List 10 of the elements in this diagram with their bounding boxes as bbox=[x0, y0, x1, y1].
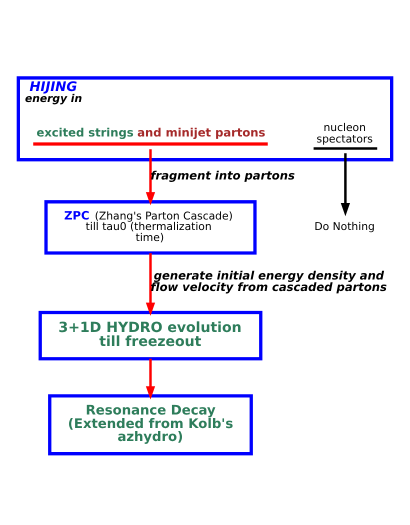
node-text: Do Nothing bbox=[314, 220, 375, 234]
arrow bbox=[146, 253, 156, 316]
node-box: 3+1D HYDRO evolution till freezeout bbox=[38, 310, 262, 360]
node-text: excited strings and minijet partons bbox=[36, 126, 266, 140]
arrow bbox=[146, 149, 156, 206]
arrow bbox=[340, 153, 350, 216]
node-box: ZPC (Zhang's Parton Cascade) till tau0 (thermalization time) bbox=[44, 200, 257, 255]
arrow bbox=[146, 358, 156, 400]
node-text: nucleon spectators bbox=[316, 121, 373, 146]
node-box: Resonance Decay (Extended from Kolb's azhydro) bbox=[48, 394, 253, 456]
